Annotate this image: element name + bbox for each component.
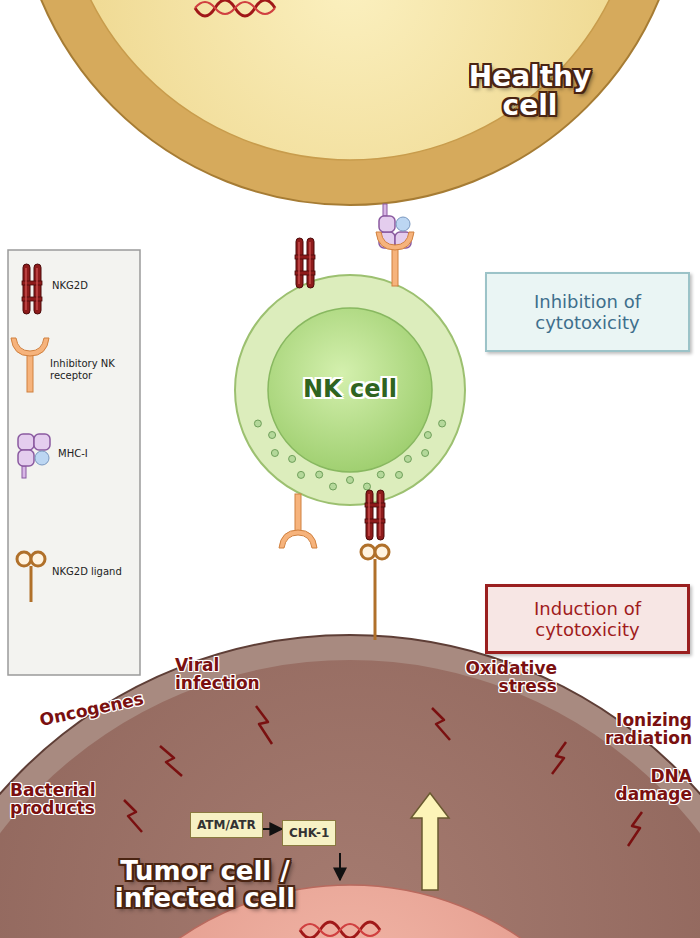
node-label: CHK-1 [289, 826, 329, 840]
granule [330, 483, 337, 490]
node-label: Healthy cell [450, 62, 610, 121]
granule [269, 432, 276, 439]
granule [439, 420, 446, 427]
granule [347, 477, 354, 484]
stimulus-label: Ionizing radiation [568, 712, 692, 748]
granule [404, 455, 411, 462]
stimulus-label: Bacterial products [10, 782, 122, 818]
granule [364, 483, 371, 490]
legend-label: NKG2D [52, 280, 132, 292]
node-label: NK cell [235, 375, 465, 403]
kinase-box: ATM/ATR [190, 812, 263, 838]
node-label: ATM/ATR [197, 818, 256, 832]
node-label: Induction of cytotoxicity [496, 598, 679, 640]
granule [298, 471, 305, 478]
granule [424, 432, 431, 439]
stimulus-label: Oxidative stress [425, 660, 557, 696]
healthy-cell: Healthy cell [20, 0, 680, 205]
nk-cell: NK cell [235, 275, 465, 505]
induction-box: Induction of cytotoxicity [485, 584, 690, 654]
granule [377, 471, 384, 478]
legend-label: MHC-I [58, 448, 134, 460]
granule [396, 471, 403, 478]
node-label: Inhibition of cytotoxicity [495, 291, 680, 333]
node-label: Tumor cell / infected cell [80, 858, 330, 913]
granule [271, 450, 278, 457]
inhibition-box: Inhibition of cytotoxicity [485, 272, 690, 352]
legend-label: NKG2D ligand [52, 566, 134, 578]
legend-label: Inhibitory NK receptor [50, 358, 134, 381]
tumor-cell: Tumor cell / infected cell ATM/ATR CHK-1 [0, 636, 700, 938]
granule [422, 450, 429, 457]
kinase-box: CHK-1 [282, 820, 336, 846]
granule [289, 455, 296, 462]
granule [316, 471, 323, 478]
signal-arrow [263, 828, 282, 830]
stimulus-label: Viral infection [175, 657, 275, 693]
granule [254, 420, 261, 427]
stimulus-label: DNA damage [598, 768, 692, 804]
